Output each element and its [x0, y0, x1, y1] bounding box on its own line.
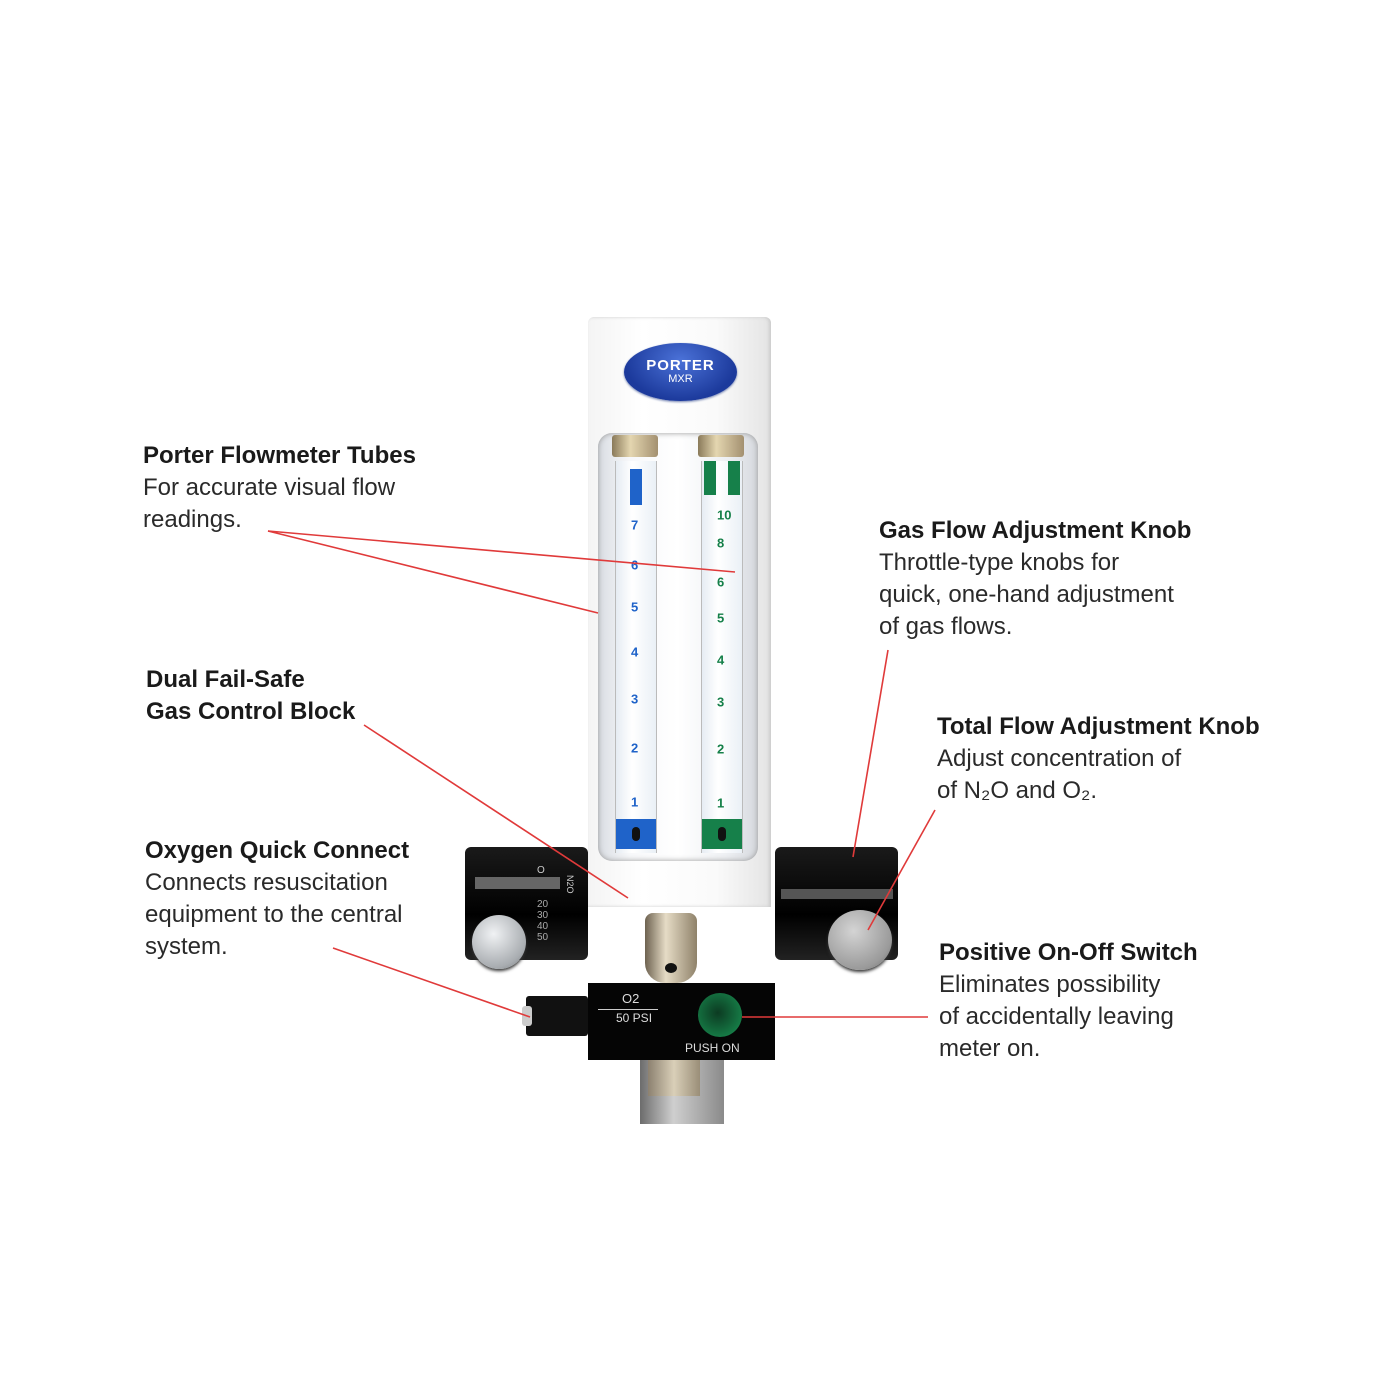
- leader-line-total-flow-knob: [867, 809, 936, 931]
- dial-label-o: O: [537, 865, 545, 876]
- callout-text: of gas flows.: [879, 613, 1013, 640]
- callout-title: Positive On-Off Switch: [939, 939, 1198, 966]
- callout-text: readings.: [143, 506, 242, 533]
- dial-label-n2o: N2O: [565, 875, 575, 894]
- logo-brand: PORTER: [646, 357, 715, 374]
- scale-tick-label: 5: [631, 599, 639, 615]
- o2-label: O2: [622, 991, 640, 1006]
- flowmeter-tube-n2o: [701, 461, 743, 853]
- callout-text: Throttle-type knobs for: [879, 549, 1120, 576]
- scale-tick-label: 3: [631, 691, 639, 707]
- callout-title: Gas Flow Adjustment Knob: [879, 517, 1192, 544]
- callout-total-flow-knob: Total Flow Adjustment Knob Adjust concen…: [937, 711, 1260, 807]
- callout-title: Oxygen Quick Connect: [145, 837, 410, 864]
- push-on-switch[interactable]: [698, 993, 742, 1037]
- callout-text: Eliminates possibility: [939, 971, 1161, 998]
- scale-tick-label: 6: [717, 574, 725, 590]
- push-on-label: PUSH ON: [685, 1041, 740, 1055]
- leader-line-oxygen-connect: [332, 947, 531, 1018]
- scale-tick-label: 3: [717, 694, 725, 710]
- callout-flowmeter-tubes: Porter Flowmeter Tubes For accurate visu…: [143, 440, 416, 536]
- switch-block: O2 50 PSI PUSH ON: [588, 983, 775, 1060]
- callout-text: of N₂O and O₂.: [937, 777, 1098, 804]
- callout-text: For accurate visual flow: [143, 474, 396, 501]
- callout-gas-flow-knob: Gas Flow Adjustment Knob Throttle-type k…: [879, 515, 1191, 643]
- callout-on-off-switch: Positive On-Off Switch Eliminates possib…: [939, 937, 1198, 1065]
- gas-flow-knob[interactable]: [472, 915, 526, 969]
- callout-text: equipment to the central: [145, 901, 403, 928]
- leader-line-tubes-left: [267, 530, 599, 614]
- callout-title: Porter Flowmeter Tubes: [143, 442, 416, 469]
- dial-label-20: 20: [537, 899, 549, 910]
- scale-tick-label: 6: [631, 557, 639, 573]
- callout-text: meter on.: [939, 1035, 1041, 1062]
- scale-tick-label: 2: [717, 741, 725, 757]
- scale-tick-label: 8: [717, 535, 725, 551]
- scale-tick-label: 2: [631, 740, 639, 756]
- hex-nut: [648, 1060, 700, 1096]
- scale-tick-label: 4: [717, 652, 725, 668]
- psi-label: 50 PSI: [616, 1011, 653, 1025]
- logo-model: MXR: [668, 373, 693, 385]
- callout-text: of accidentally leaving: [939, 1003, 1174, 1030]
- callout-text: quick, one-hand adjustment: [879, 581, 1174, 608]
- tube-cap-left: [612, 435, 658, 457]
- leader-line-tubes-right: [267, 530, 736, 573]
- callout-text: system.: [145, 933, 228, 960]
- scale-tick-label: 10: [717, 507, 732, 523]
- callout-title: Total Flow Adjustment Knob: [937, 713, 1260, 740]
- scale-tick-label: 1: [631, 794, 639, 810]
- tube-cap-right: [698, 435, 744, 457]
- callout-control-block: Dual Fail-Safe Gas Control Block: [146, 664, 355, 728]
- porter-logo: PORTER MXR: [624, 343, 737, 401]
- callout-text: Connects resuscitation: [145, 869, 388, 896]
- callout-title: Gas Control Block: [146, 698, 356, 725]
- callout-text: Adjust concentration of: [937, 745, 1182, 772]
- oxygen-outlet-fitting[interactable]: [645, 913, 697, 983]
- leader-line-control-block: [363, 724, 629, 899]
- dial-label-40: 40: [537, 921, 549, 932]
- scale-tick-label: 5: [717, 610, 725, 626]
- leader-line-gas-flow-knob: [852, 649, 889, 858]
- total-flow-knob[interactable]: [828, 910, 892, 970]
- scale-tick-label: 4: [631, 644, 639, 660]
- dial-label-50: 50: [537, 932, 549, 943]
- callout-title: Dual Fail-Safe: [146, 666, 305, 693]
- callout-oxygen-connect: Oxygen Quick Connect Connects resuscitat…: [145, 835, 409, 963]
- dial-label-30: 30: [537, 910, 549, 921]
- scale-tick-label: 1: [717, 795, 725, 811]
- tube-window: 7 6 5 4 3 2 1 10 8 6 5 4 3 2 1: [598, 433, 758, 861]
- flowmeter-tube-oxygen: [615, 461, 657, 853]
- scale-tick-label: 7: [631, 517, 639, 533]
